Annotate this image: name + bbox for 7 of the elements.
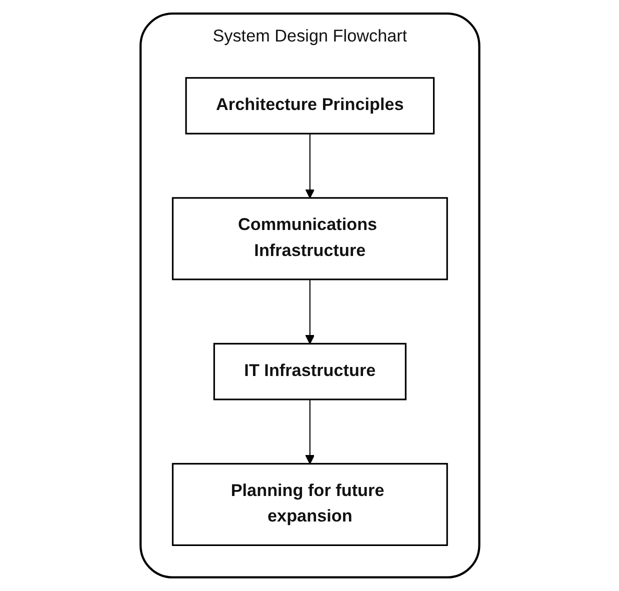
node-box: Communications Infrastructure: [171, 197, 448, 280]
node-box: Architecture Principles: [184, 77, 434, 134]
arrow: [304, 399, 314, 464]
node-box: Planning for future expansion: [171, 462, 448, 546]
arrow: [304, 279, 314, 344]
node-box: IT Infrastructure: [212, 342, 406, 400]
arrow: [304, 134, 314, 198]
